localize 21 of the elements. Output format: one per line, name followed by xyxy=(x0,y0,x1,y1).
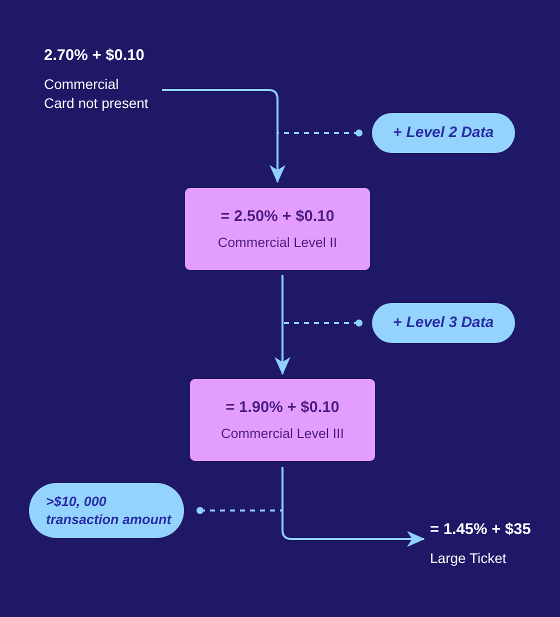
tier-label: Large Ticket xyxy=(430,549,508,568)
pill-text: + Level 3 Data xyxy=(393,314,494,332)
rate-text: = 1.45% + $35 xyxy=(430,520,532,540)
rate-text: 2.70% + $0.10 xyxy=(44,46,146,66)
data-pill xyxy=(372,303,515,343)
dashed-connector xyxy=(282,320,362,326)
arrow xyxy=(274,275,290,375)
pill-text: + Level 2 Data xyxy=(393,124,494,142)
arrow xyxy=(282,467,425,547)
dashed-connector xyxy=(196,507,282,514)
dashed-connector xyxy=(278,130,362,136)
rate-text: = 1.90% + $0.10 xyxy=(226,398,340,417)
arrow xyxy=(162,89,286,183)
rate-box xyxy=(190,379,375,461)
rate-text: = 2.50% + $0.10 xyxy=(220,207,334,226)
tier-label: Commercial Level II xyxy=(218,234,338,251)
rate-box xyxy=(185,188,370,270)
tier-label: Commercial Level III xyxy=(220,425,344,442)
pill-text: >$10, 000 transaction amount xyxy=(46,492,173,528)
card-type-text: Commercial Card not present xyxy=(44,75,150,113)
data-pill xyxy=(372,113,515,153)
